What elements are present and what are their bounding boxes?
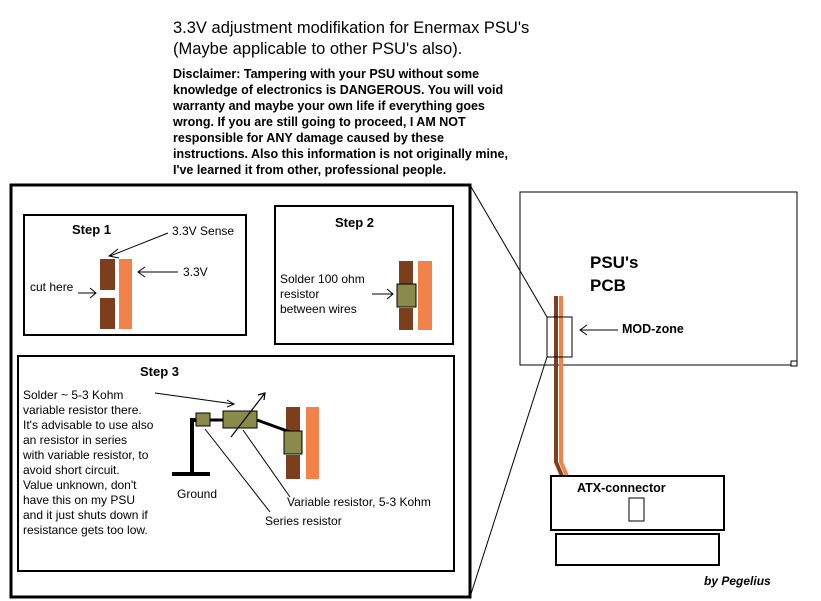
disclaimer-line: warranty and maybe your own life if ever… bbox=[172, 99, 485, 113]
sense-wire-lower bbox=[399, 308, 413, 330]
step2-text-line: between wires bbox=[280, 302, 357, 316]
step2-box bbox=[274, 205, 454, 345]
arrowhead bbox=[137, 266, 146, 278]
step3-text-line: It's advisable to use also bbox=[23, 418, 154, 432]
arrowhead bbox=[107, 248, 120, 259]
variable-resistor-arrow bbox=[230, 392, 266, 438]
solder-pointer bbox=[154, 392, 235, 405]
atx-pin-slot bbox=[628, 497, 645, 522]
step3-text-line: Solder ~ 5-3 Kohm bbox=[23, 388, 123, 402]
title-line-2: (Maybe applicable to other PSU's also). bbox=[173, 40, 462, 58]
series-label: Series resistor bbox=[265, 514, 342, 528]
disclaimer: Disclaimer: Tampering with your PSU with… bbox=[172, 67, 508, 177]
sense-label: 3.3V Sense bbox=[172, 224, 234, 238]
sense-wire-upper bbox=[399, 261, 413, 285]
step3-text-line: and it just shuts down if bbox=[23, 508, 148, 522]
step3-text-line: an resistor in series bbox=[23, 433, 127, 447]
step3-text-line: variable resistor there. bbox=[23, 403, 142, 417]
step1-title: Step 1 bbox=[72, 222, 111, 237]
arrowhead bbox=[386, 288, 394, 300]
resistor-100-ohm bbox=[283, 430, 303, 455]
v33-wire bbox=[306, 407, 319, 479]
zoom-line-top bbox=[469, 184, 548, 318]
step2-text-line: Solder 100 ohm bbox=[280, 272, 365, 286]
arrowhead bbox=[226, 399, 236, 408]
step3-text-line: avoid short circuit. bbox=[23, 463, 120, 477]
disclaimer-line: knowledge of electronics is DANGEROUS. Y… bbox=[173, 83, 503, 97]
sense-pointer bbox=[109, 232, 169, 257]
sense-wire-upper bbox=[286, 407, 300, 431]
disclaimer-line: Disclaimer: Tampering with your PSU with… bbox=[173, 67, 479, 81]
disclaimer-line: instructions. Also this information is n… bbox=[173, 147, 508, 161]
step3-text-line: with variable resistor, to bbox=[22, 448, 149, 462]
ground-lead bbox=[190, 418, 196, 473]
pcb-label-line-1: PSU's bbox=[590, 253, 638, 272]
sense-wire-lower bbox=[286, 455, 300, 479]
step2-text-line: resistor bbox=[280, 287, 319, 301]
arrowhead bbox=[89, 287, 97, 299]
step1-box bbox=[23, 214, 247, 336]
credit: by Pegelius bbox=[704, 574, 771, 588]
pcb-label-line-2: PCB bbox=[590, 276, 626, 295]
step3-title: Step 3 bbox=[140, 364, 179, 379]
variable-pointer bbox=[242, 429, 291, 498]
v33-wire bbox=[119, 259, 132, 329]
step2-title: Step 2 bbox=[335, 215, 374, 230]
v33-wire bbox=[418, 261, 432, 330]
disclaimer-line: responsible for ANY damage caused by the… bbox=[173, 131, 444, 145]
cable-orange bbox=[559, 296, 569, 477]
psu-pcb bbox=[519, 191, 798, 366]
arrowhead bbox=[579, 324, 588, 336]
cut-label: cut here bbox=[30, 280, 74, 294]
variable-label: Variable resistor, 5-3 Kohm bbox=[287, 495, 431, 509]
step3-text-line: have this on my PSU bbox=[23, 493, 135, 507]
title-line-1: 3.3V adjustment modifikation for Enermax… bbox=[173, 19, 529, 37]
disclaimer-line: I've learned it from other, professional… bbox=[173, 163, 446, 177]
detail-frame bbox=[9, 183, 472, 599]
sense-wire-upper bbox=[100, 259, 115, 290]
zoom-line-bottom bbox=[469, 356, 548, 598]
pcb-corner-mark bbox=[790, 360, 798, 367]
lead-variable-resistor bbox=[256, 418, 291, 434]
atx-connector-base bbox=[555, 533, 720, 566]
cable-brown bbox=[554, 296, 564, 477]
step3-text-line: resistance gets too low. bbox=[23, 523, 148, 537]
disclaimer-line: wrong. If you are still going to proceed… bbox=[172, 115, 466, 129]
v33-label: 3.3V bbox=[183, 265, 208, 279]
arrowhead bbox=[257, 392, 266, 401]
step3-box bbox=[17, 355, 455, 572]
mod-zone-label: MOD-zone bbox=[622, 322, 684, 336]
series-pointer bbox=[204, 428, 271, 513]
ground-label: Ground bbox=[177, 487, 217, 501]
sense-wire-lower bbox=[100, 298, 115, 329]
step3-text-line: Value unknown, don't bbox=[23, 478, 137, 492]
resistor-100-ohm bbox=[396, 283, 417, 308]
atx-label: ATX-connector bbox=[577, 481, 666, 495]
series-resistor bbox=[195, 412, 211, 427]
step3-text: Solder ~ 5-3 Kohm variable resistor ther… bbox=[22, 388, 154, 537]
mod-zone bbox=[546, 316, 573, 358]
